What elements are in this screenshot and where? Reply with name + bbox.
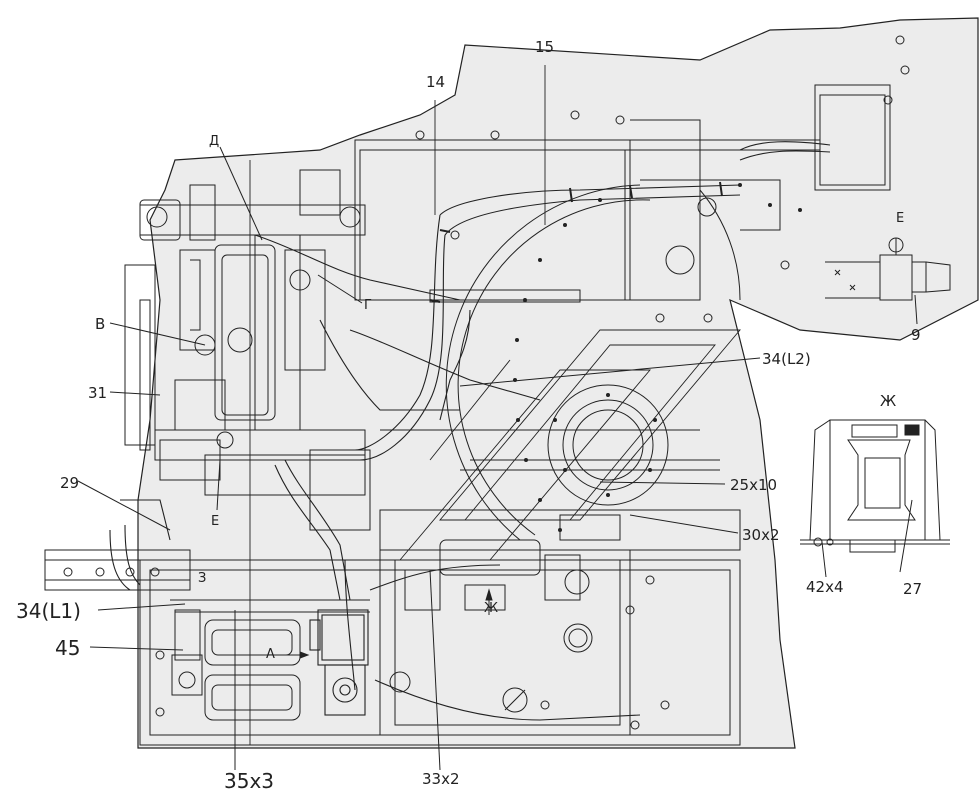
callout-30x2: 30x2	[742, 526, 780, 544]
callout-34-l1: 34(L1)	[16, 599, 81, 623]
detail-zh-view	[800, 419, 950, 553]
callout-v: В	[95, 315, 105, 333]
tank-support	[404, 514, 621, 611]
callout-a: А	[266, 647, 275, 662]
hoses-and-lines	[109, 141, 831, 721]
detail-zh-title: Ж	[880, 392, 896, 410]
fuel-filter-assembly	[171, 609, 301, 721]
callout-33x2: 33x2	[422, 770, 460, 788]
callout-15: 15	[535, 38, 554, 56]
callout-35x3: 35x3	[224, 769, 274, 793]
detail-e-view	[825, 237, 951, 301]
callout-25x10: 25x10	[730, 476, 777, 494]
callout-d: Д	[209, 134, 219, 149]
detail-e-title: Е	[896, 211, 904, 226]
callout-34-l2: 34(L2)	[762, 350, 811, 368]
callout-e: Е	[211, 514, 219, 529]
clamps	[429, 181, 723, 303]
callout-29: 29	[60, 474, 79, 492]
slewing-ring	[389, 184, 741, 713]
callout-g: Г	[364, 298, 372, 313]
engine-block	[139, 169, 371, 531]
detail-zh-part-27: 27	[903, 580, 922, 598]
chassis-background-area	[137, 17, 979, 749]
detail-e-part-9: 9	[911, 326, 921, 344]
callout-zh: Ж	[484, 601, 498, 616]
fasteners	[63, 35, 910, 730]
callout-45: 45	[55, 636, 80, 660]
leader-lines	[77, 146, 918, 771]
detail-zh-part-42x4: 42x4	[806, 578, 844, 596]
callout-z: З	[198, 571, 206, 586]
callout-14: 14	[426, 73, 445, 91]
hydraulic-pump	[309, 609, 369, 716]
callout-31: 31	[88, 384, 107, 402]
guide-lines	[249, 65, 741, 745]
